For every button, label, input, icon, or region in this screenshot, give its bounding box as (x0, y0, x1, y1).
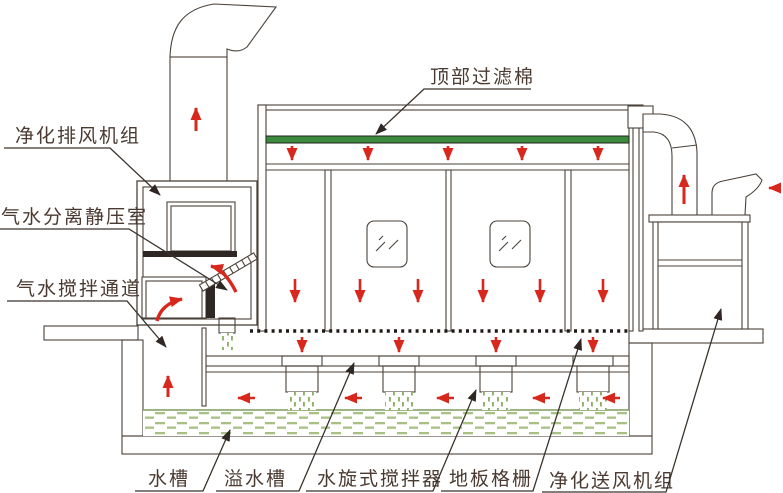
water-tank-fill (143, 410, 629, 436)
label-text: 净化送风机组 (549, 470, 675, 492)
duct-flange (671, 144, 698, 149)
concrete-wall-left (121, 339, 144, 437)
mixer-spray (385, 392, 413, 410)
water-spin-mixer (285, 365, 319, 393)
label-text: 净化排风机组 (15, 125, 141, 147)
label-water-spin-mixer: 水旋式搅拌器 (306, 389, 477, 492)
top-filter-cotton (265, 135, 630, 144)
air-intake-hood (711, 173, 763, 216)
mixing-channel-wall (201, 327, 207, 407)
baffle-plate (206, 283, 215, 318)
label-text: 气水搅拌通道 (16, 278, 142, 300)
label-text: 地板格栅 (449, 468, 533, 490)
label-overflow-tank: 溢水槽 (216, 362, 355, 492)
lower-duct-box-inner (145, 280, 203, 319)
water-drop-spray (221, 333, 233, 350)
booth-wall-right-inner (628, 109, 634, 332)
label-mixing-channel: 气水搅拌通道 (7, 278, 167, 348)
mixer-spray (288, 392, 316, 410)
water-spin-mixer (479, 365, 513, 393)
supply-fan-unit (627, 105, 781, 330)
spray-booth (257, 104, 644, 332)
label-water-tank: 水槽 (135, 429, 231, 492)
concrete-wall-right (628, 342, 653, 437)
leader-line (135, 429, 231, 492)
supply-duct-elbow (642, 113, 698, 216)
label-floor-grille: 地板格栅 (441, 338, 582, 492)
label-text: 顶部过滤棉 (430, 66, 535, 88)
exhaust-fan-unit (136, 180, 258, 350)
mixer-spray (579, 392, 607, 410)
label-separator-chamber: 气水分离静压室 (0, 206, 228, 291)
booth-wall-right-outer (638, 109, 644, 332)
curved-up-left-arrow (210, 264, 238, 293)
pit (43, 325, 764, 455)
label-text: 水旋式搅拌器 (317, 468, 443, 490)
leader-line (0, 228, 228, 291)
leader-line (375, 88, 531, 135)
housing-shelf (143, 251, 237, 257)
label-supply-unit: 净化送风机组 (542, 308, 723, 493)
curved-up-right-arrow (155, 296, 183, 322)
label-text: 水槽 (148, 468, 190, 490)
label-text: 溢水槽 (224, 468, 287, 490)
concrete-slab-bottom (121, 435, 653, 455)
panel-divider (445, 169, 452, 332)
door-window (489, 220, 531, 268)
mixer-cap (572, 355, 614, 367)
cabinet-top-plate (648, 214, 751, 223)
concrete-ledge-left (43, 325, 139, 341)
exhaust-chimney (169, 3, 278, 184)
label-top-filter: 顶部过滤棉 (375, 66, 535, 135)
booth-roof (257, 104, 644, 111)
mixer-cap (281, 355, 323, 367)
leader-line (7, 300, 167, 348)
cabinet-body (652, 221, 749, 330)
panel-divider (564, 169, 572, 332)
concrete-ledge-right (628, 328, 764, 344)
door-window (366, 220, 408, 268)
leader-line (4, 147, 161, 196)
leader-line (306, 389, 477, 492)
mixer-cap (378, 355, 420, 367)
leader-line (542, 308, 723, 493)
panel-divider (324, 169, 332, 332)
label-exhaust-unit: 净化排风机组 (4, 125, 161, 196)
mixer-spray (482, 392, 510, 410)
fan-housing-inner (170, 205, 232, 252)
water-spin-mixer (382, 365, 416, 393)
chimney-duct (169, 56, 228, 184)
label-text: 气水分离静压室 (1, 206, 148, 228)
overflow-trough (205, 355, 630, 367)
leader-line (216, 362, 355, 492)
mixer-cap (475, 355, 517, 367)
booth-wall-left (257, 104, 267, 332)
chimney-elbow (169, 3, 278, 58)
labels: 净化排风机组 气水分离静压室 气水搅拌通道 顶部过滤棉 水槽 溢水槽 水旋式搅拌… (0, 66, 723, 493)
water-spin-mixer (576, 365, 610, 393)
leader-line (441, 338, 582, 492)
